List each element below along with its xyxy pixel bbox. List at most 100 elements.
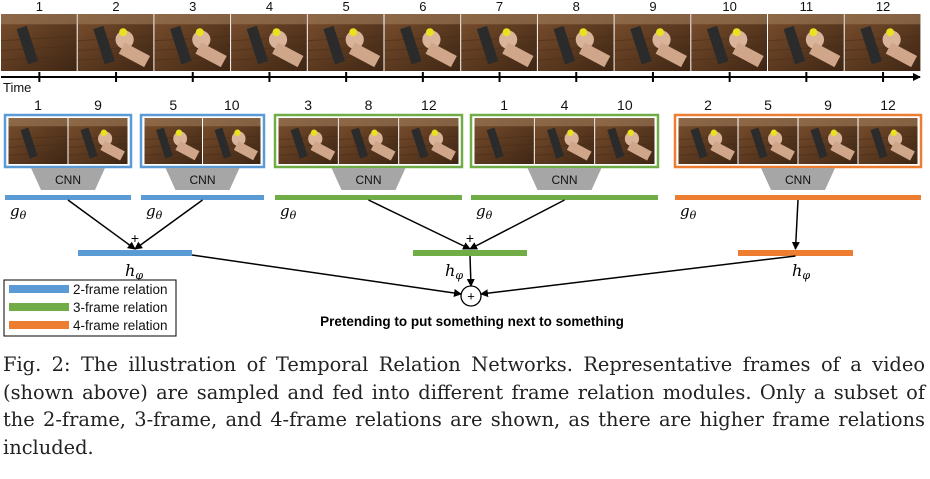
video-frame-10 (691, 14, 768, 71)
plus-sign: + (131, 230, 139, 246)
sampled-frame-number-9: 9 (94, 97, 102, 113)
sampled-frame-12 (399, 118, 459, 164)
video-frame-2 (77, 14, 154, 71)
frame-number-11: 11 (800, 0, 814, 14)
output-label: Pretending to put something next to some… (320, 314, 624, 329)
legend-swatch (9, 285, 69, 293)
sampled-frame-8 (338, 118, 399, 164)
legend-swatch (9, 321, 69, 329)
h-to-sum-arrow (466, 255, 475, 287)
frame-number-6: 6 (419, 0, 426, 14)
sampled-frame-number-10: 10 (617, 97, 633, 113)
sum-plus: + (467, 289, 475, 304)
frame-number-2: 2 (112, 0, 119, 14)
module-frame-border (469, 113, 660, 169)
sampled-frame-number-4: 4 (561, 97, 569, 113)
time-label: Time (3, 80, 31, 95)
h-phi-label: hφ (125, 261, 143, 282)
sampled-frame-number-1: 1 (500, 97, 508, 113)
sampled-frame-2 (678, 118, 738, 164)
legend-label: 2-frame relation (73, 282, 168, 297)
g-to-h-arrow (67, 199, 136, 250)
video-frame-11 (767, 14, 844, 71)
g-theta-bar (471, 195, 658, 200)
g-to-h-arrow (791, 199, 800, 250)
sampled-frame-3 (278, 118, 338, 164)
legend-item-4-frame: 4-frame relation (9, 318, 168, 333)
sampled-frame-number-10: 10 (224, 97, 240, 113)
frame-number-8: 8 (573, 0, 580, 14)
g-theta-label: gθ (280, 202, 297, 222)
video-frame-12 (844, 14, 921, 71)
sampled-frame-number-12: 12 (880, 97, 896, 113)
sampled-frame-1 (8, 118, 68, 164)
sampled-frame-5 (738, 118, 798, 164)
sum-node: + (460, 285, 482, 307)
frame-number-5: 5 (343, 0, 350, 14)
sampled-frame-number-3: 3 (304, 97, 312, 113)
g-theta-label: gθ (146, 202, 163, 222)
h-phi-label: hφ (792, 261, 810, 282)
video-frame-4 (231, 14, 307, 71)
sampled-frame-10 (595, 118, 655, 164)
cnn-label: CNN (190, 173, 216, 187)
g-theta-label: gθ (10, 202, 27, 222)
legend-label: 4-frame relation (73, 318, 168, 333)
video-frame-7 (461, 14, 537, 71)
sampled-frame-1 (474, 118, 534, 164)
video-frame-5 (307, 14, 384, 71)
video-frame-6 (384, 14, 461, 71)
g-theta-bar (5, 195, 131, 200)
figure-caption: Fig. 2: The illustration of Temporal Rel… (3, 353, 925, 459)
frame-number-7: 7 (496, 0, 503, 14)
sampled-frame-9 (68, 118, 128, 164)
frame-number-1: 1 (36, 0, 43, 14)
g-to-h-arrow (368, 199, 471, 250)
module-frame-border (3, 113, 133, 169)
sampled-frame-9 (798, 118, 858, 164)
sampled-frame-number-5: 5 (764, 97, 772, 113)
h-phi-bar (413, 250, 527, 256)
g-theta-bar (141, 195, 264, 200)
h-to-sum-arrow (480, 255, 796, 298)
video-frame-9 (614, 14, 691, 71)
sampled-frame-4 (534, 118, 595, 164)
sampled-frame-number-2: 2 (704, 97, 712, 113)
frame-number-9: 9 (649, 0, 656, 14)
sampled-frame-12 (858, 118, 918, 164)
h-to-sum-arrow (191, 254, 462, 297)
module-frame-border (273, 113, 464, 169)
cnn-block: CNN (331, 168, 406, 190)
cnn-block: CNN (761, 168, 835, 190)
cnn-label: CNN (356, 173, 382, 187)
g-theta-bar (275, 195, 462, 200)
video-frame-8 (537, 14, 614, 71)
g-to-h-arrow (469, 199, 565, 250)
sampled-frame-number-12: 12 (421, 97, 437, 113)
cnn-label: CNN (55, 173, 81, 187)
cnn-label: CNN (552, 173, 578, 187)
frame-number-10: 10 (722, 0, 736, 14)
frame-number-12: 12 (876, 0, 890, 14)
g-to-h-arrow (134, 199, 203, 250)
legend-item-2-frame: 2-frame relation (9, 282, 168, 297)
g-theta-label: gθ (476, 202, 493, 222)
sampled-frame-10 (202, 118, 261, 164)
legend-swatch (9, 303, 69, 311)
legend-item-3-frame: 3-frame relation (9, 300, 168, 315)
cnn-label: CNN (785, 173, 811, 187)
cnn-block: CNN (527, 168, 602, 190)
h-phi-label: hφ (445, 261, 463, 282)
module-frame-border (673, 113, 923, 169)
h-phi-bar (78, 250, 192, 256)
h-phi-bar (738, 250, 853, 256)
module-frame-border (139, 113, 266, 169)
